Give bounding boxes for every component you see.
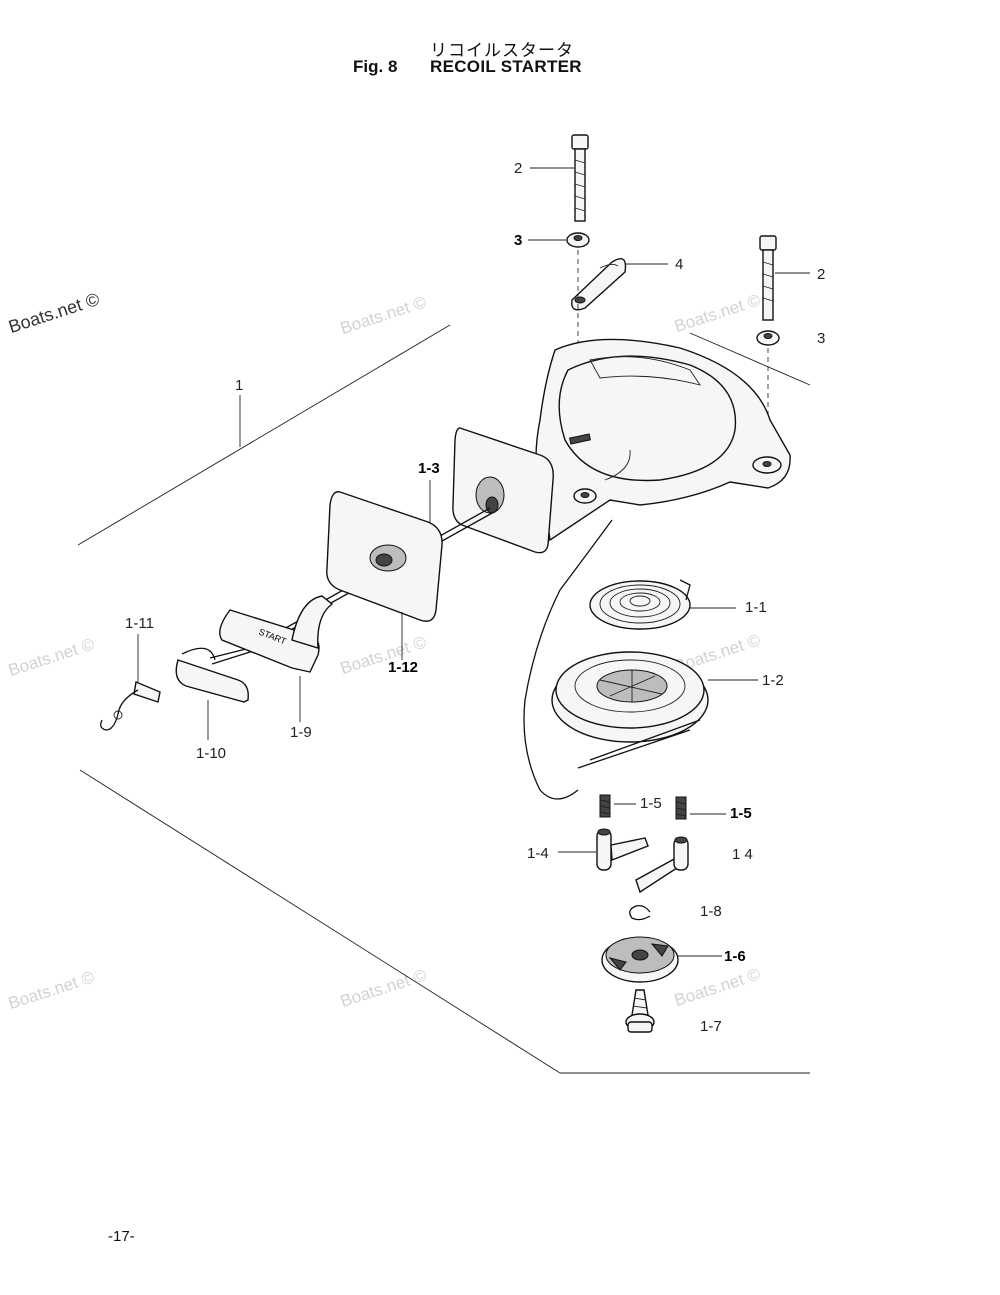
assembly-boundary (77, 324, 811, 1074)
callout-spring-right: 1-5 (730, 805, 752, 822)
callout-washer-right: 3 (817, 330, 826, 347)
ratchet-icon (601, 936, 679, 983)
callout-spring-left: 1-5 (640, 795, 662, 812)
spiral-spring-icon (589, 579, 691, 630)
callout-grip-cover: 1-12 (388, 659, 419, 676)
pawl-right-icon (635, 836, 689, 894)
page-number: -17- (108, 1228, 135, 1245)
handle-icon: START (219, 595, 334, 673)
grip-cover-icon (326, 491, 443, 622)
callout-assembly: 1 (235, 377, 244, 394)
callout-rope-weight: 1-10 (196, 745, 227, 762)
washer-right-icon (756, 330, 780, 346)
screw-icon (625, 989, 655, 1033)
callout-pawl-left: 1-4 (527, 845, 549, 862)
pawl-spring-right-icon (675, 796, 687, 820)
figure-title: RECOIL STARTER (430, 57, 582, 76)
starter-housing-icon (535, 338, 791, 542)
callout-clip: 1-8 (700, 903, 722, 920)
callout-bolt-top: 2 (514, 160, 523, 177)
plate-icon (571, 258, 627, 311)
rope-weight-icon (175, 647, 249, 703)
bolt-top-icon (571, 134, 589, 222)
pawl-left-icon (596, 828, 649, 871)
figure-label: Fig. 8 (353, 57, 398, 76)
callout-washer-top: 3 (514, 232, 523, 249)
callout-spiral-spring: 1-1 (745, 599, 767, 616)
callout-screw: 1-7 (700, 1018, 722, 1035)
title-japanese: リコイルスタータ (430, 41, 574, 61)
callout-bolt-right: 2 (817, 266, 826, 283)
callout-ratchet: 1-6 (724, 948, 746, 965)
callout-reel: 1-2 (762, 672, 784, 689)
callout-guide: 1-3 (418, 460, 440, 477)
clip-icon (629, 904, 651, 921)
callout-stopper: 1-11 (125, 615, 154, 632)
callout-pawl-right: 1 4 (732, 846, 753, 863)
callout-plate: 4 (675, 256, 684, 273)
callout-handle: 1-9 (290, 724, 312, 741)
rope-stopper-icon (100, 681, 161, 731)
washer-top-icon (566, 232, 590, 248)
pawl-spring-left-icon (599, 794, 611, 818)
reel-icon (551, 651, 709, 769)
bolt-right-icon (759, 235, 777, 321)
